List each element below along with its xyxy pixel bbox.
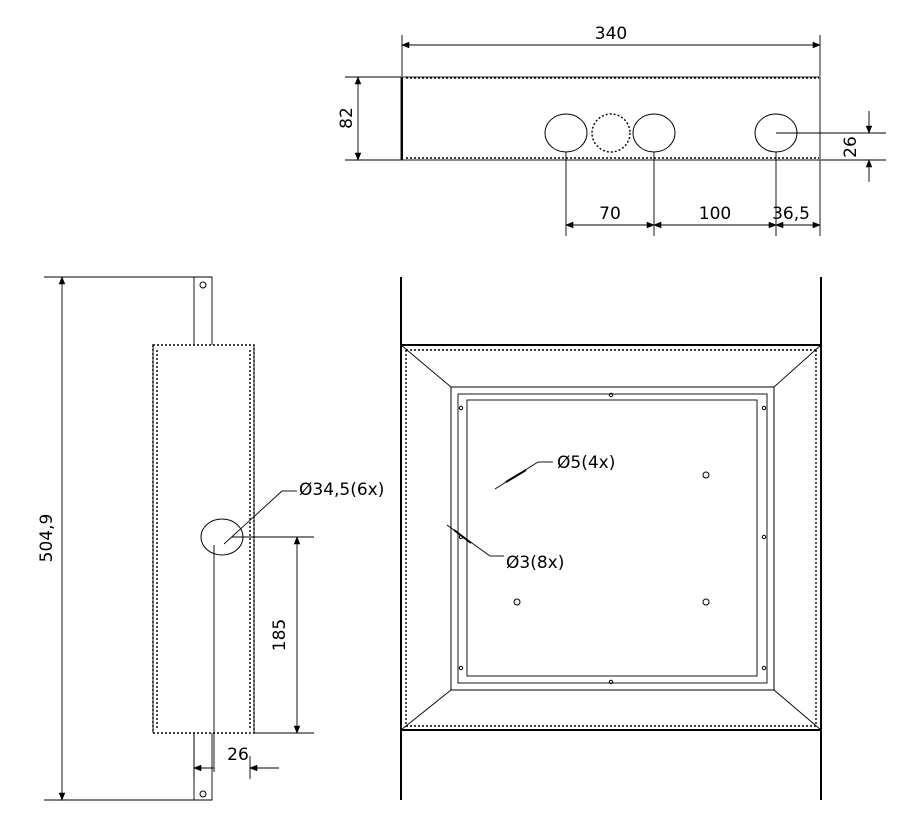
mount-hole-leader-accent [505,469,527,483]
large-hole-leader [223,490,283,545]
top-view: 340 82 26 70 100 36,5 [337,24,886,236]
top-hole-2 [632,113,676,153]
plan-corner-tl [400,344,452,388]
large-hole-callout: Ø34,5(6x) [299,480,384,500]
plan-corner-br [773,689,822,731]
small-hole-top [608,392,614,398]
small-hole-bottom [608,679,614,685]
dim-82-text: 82 [337,107,357,129]
dim-100-text: 100 [699,204,731,224]
small-hole-top-left [458,405,464,411]
plan-inner-frame [450,386,775,691]
plan-opening [466,399,758,677]
mount-hole-top-right [702,471,710,479]
small-hole-middle-right [761,534,767,540]
dim-340-text: 340 [595,24,627,44]
dim-70-text: 70 [599,204,621,224]
plan-corner-tr [773,344,822,388]
top-view-outline [400,76,821,161]
top-hole-hidden [591,113,631,153]
dim-26-side-text: 26 [227,745,249,765]
bottom-tab-hole [199,790,207,798]
side-view: 504,9 185 26 Ø34,5(6x) [37,276,384,801]
plan-outer-frame [400,344,822,731]
dim-504-9-text: 504,9 [37,514,57,563]
mount-hole-callout: Ø5(4x) [557,453,615,473]
dim-36-5-text: 36,5 [772,204,810,224]
side-view-top-tab [193,276,213,345]
plan-view: Ø5(4x) Ø3(8x) [400,277,822,800]
dim-26-top-text: 26 [841,136,861,158]
side-view-body-outline [152,344,255,734]
top-hole-1 [544,113,588,153]
small-hole-top-right [761,405,767,411]
plan-corner-bl [400,689,452,731]
small-hole-bottom-right [761,665,767,671]
mount-hole-bottom-left [513,598,521,606]
top-tab-hole [199,281,207,289]
small-hole-leader-accent [453,529,472,544]
side-view-bottom-tab [193,733,213,801]
mount-hole-bottom-right [702,598,710,606]
small-hole-bottom-left [458,665,464,671]
dim-185-text: 185 [270,619,290,651]
small-hole-callout: Ø3(8x) [506,553,564,573]
plan-inner-frame-offset [457,393,768,684]
